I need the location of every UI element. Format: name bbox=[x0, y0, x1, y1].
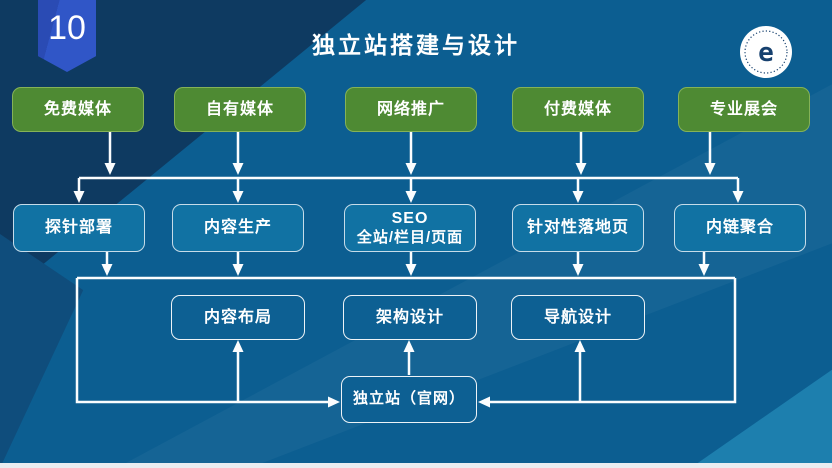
node-owned-media: 自有媒体 bbox=[174, 87, 306, 132]
page-title: 独立站搭建与设计 bbox=[312, 32, 520, 59]
page-number-badge: 10 bbox=[38, 0, 96, 72]
node-targeted-landing-pages: 针对性落地页 bbox=[512, 204, 644, 252]
node-trade-shows: 专业展会 bbox=[678, 87, 810, 132]
seo-label: SEO bbox=[391, 209, 429, 227]
node-free-media: 免费媒体 bbox=[12, 87, 144, 132]
node-content-layout: 内容布局 bbox=[171, 295, 305, 340]
node-content-production: 内容生产 bbox=[172, 204, 304, 252]
node-online-promotion: 网络推广 bbox=[345, 87, 477, 132]
node-paid-media: 付费媒体 bbox=[512, 87, 644, 132]
node-probe-deployment: 探针部署 bbox=[13, 204, 145, 252]
node-seo: SEO 全站/栏目/页面 bbox=[344, 204, 476, 252]
svg-text:e: e bbox=[758, 38, 774, 68]
route-right-to-site bbox=[478, 278, 737, 408]
slide-bottom-edge bbox=[0, 463, 832, 468]
seo-sublabel: 全站/栏目/页面 bbox=[356, 228, 464, 246]
node-architecture-design: 架构设计 bbox=[343, 295, 477, 340]
route-left-to-site bbox=[75, 278, 340, 408]
institute-logo-glyph: e bbox=[744, 30, 788, 74]
node-independent-site: 独立站（官网） bbox=[341, 376, 477, 423]
institute-logo-icon: e bbox=[740, 26, 792, 78]
node-navigation-design: 导航设计 bbox=[511, 295, 645, 340]
node-internal-link-aggregation: 内链聚合 bbox=[674, 204, 806, 252]
